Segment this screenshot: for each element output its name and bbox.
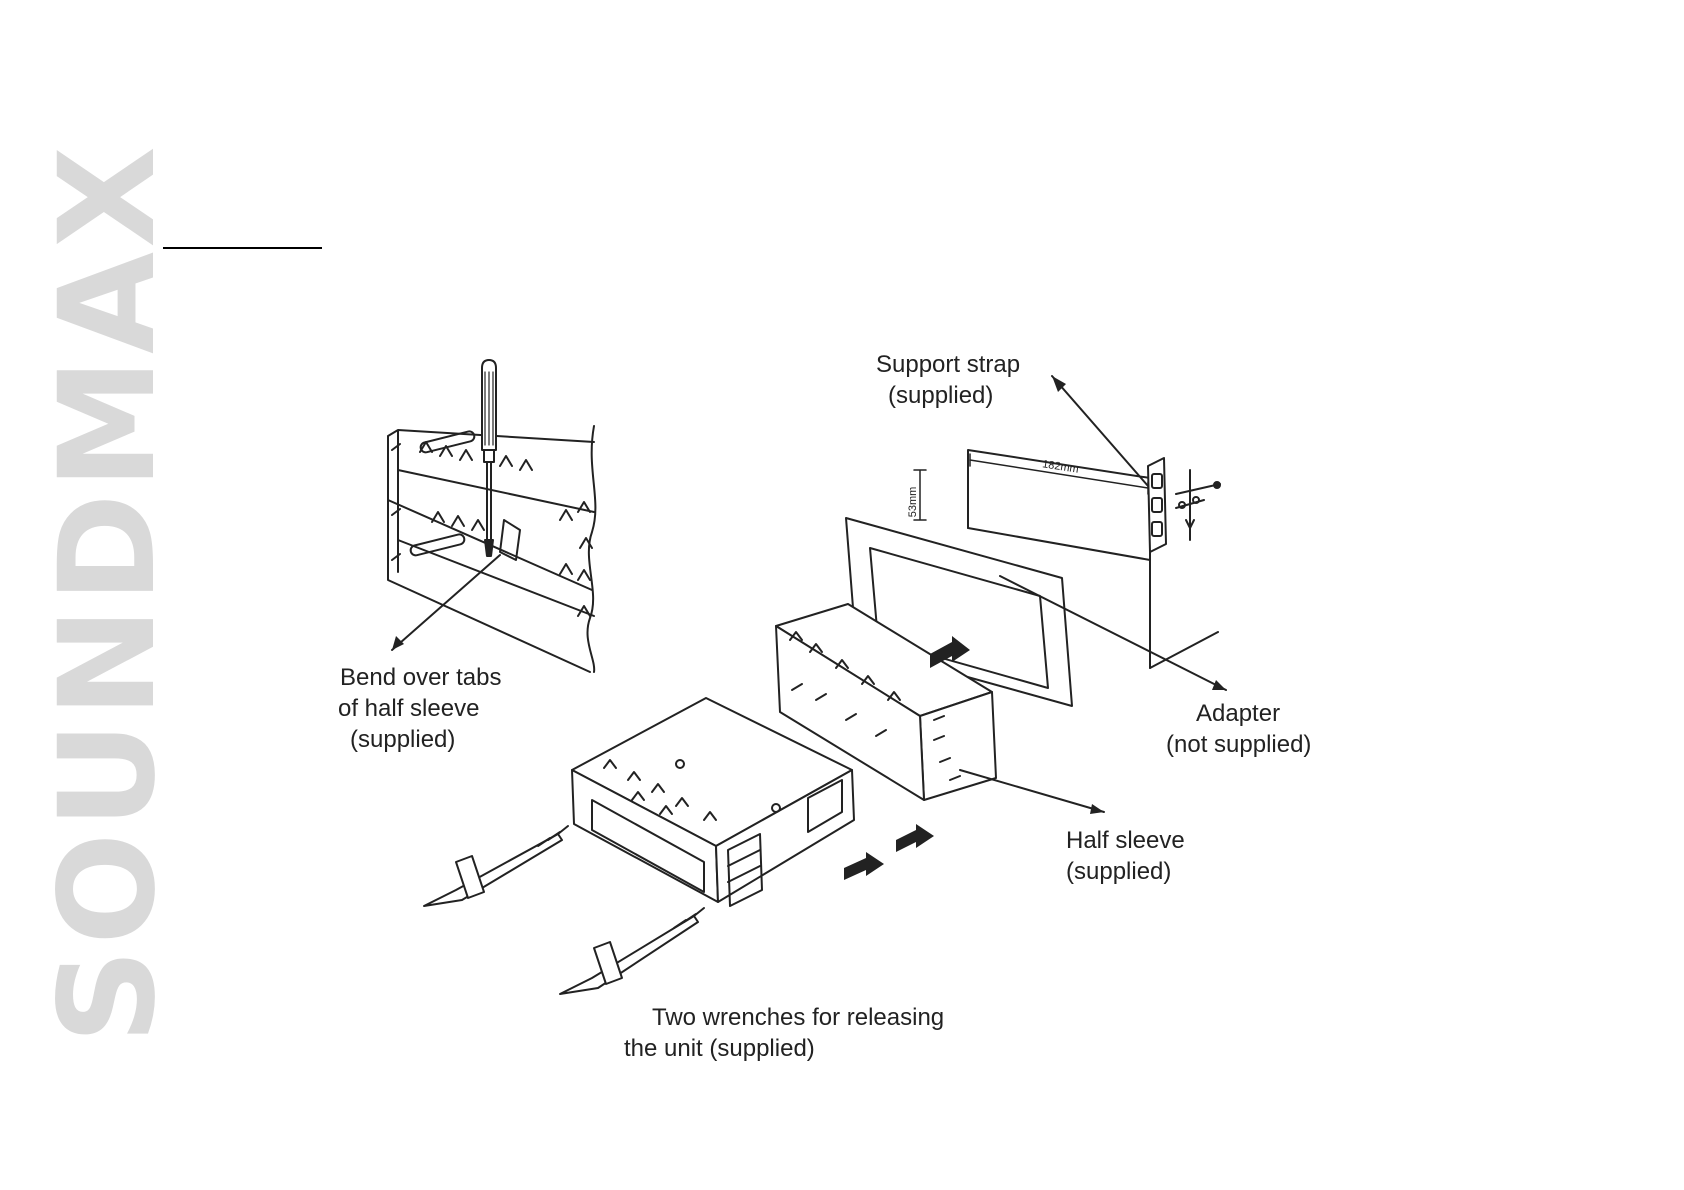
dimension-width-label: 182mm <box>1041 458 1079 476</box>
half-sleeve-label: Half sleeve (supplied) <box>1066 827 1185 885</box>
radio-unit <box>571 697 855 907</box>
half-sleeve <box>775 603 997 801</box>
wrenches-label: Two wrenches for releasing the unit (sup… <box>624 1004 945 1062</box>
adapter-frame <box>845 517 1073 707</box>
screwdriver-icon <box>481 359 497 557</box>
insert-arrow-icon <box>896 824 934 852</box>
section-rule <box>163 247 322 249</box>
insert-arrow-icon <box>844 852 884 880</box>
support-strap-label: Support strap (supplied) <box>876 351 1021 409</box>
insert-arrow-icon <box>930 636 970 668</box>
adapter-label: Adapter (not supplied) <box>1166 700 1312 758</box>
dimension-height-label: 53mm <box>907 487 919 518</box>
support-strap <box>1147 457 1221 553</box>
bend-tabs-label: Bend over tabs of half sleeve (supplied) <box>338 664 502 753</box>
release-wrench-icon <box>423 825 569 907</box>
inset-bend-tabs-illustration <box>387 359 597 673</box>
release-wrench-icon <box>559 907 705 995</box>
